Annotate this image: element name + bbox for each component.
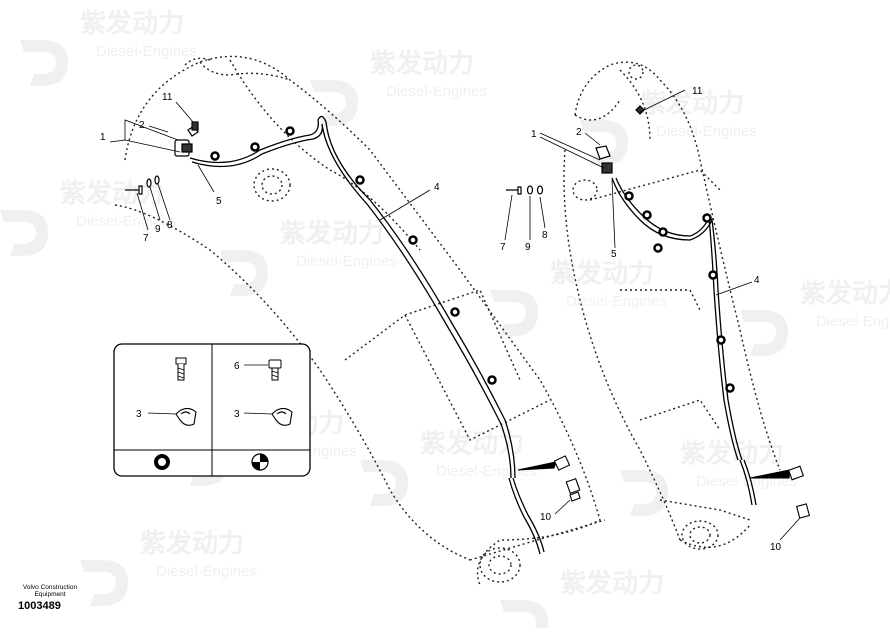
left-leaders bbox=[109, 101, 571, 515]
legend-right-label: 3 bbox=[234, 409, 240, 420]
legend-right-bolt-icon bbox=[268, 359, 282, 381]
cross-section-symbol-icon bbox=[251, 453, 269, 471]
watermark-logo-icon bbox=[80, 560, 128, 606]
watermark-sub: Diesel-Engines bbox=[96, 43, 197, 60]
legend-left-clip-icon bbox=[175, 407, 197, 426]
watermark-brand: 紫发动力 bbox=[80, 8, 184, 39]
watermark-logo-icon bbox=[620, 470, 668, 516]
watermark-brand: 紫发动力 bbox=[680, 438, 784, 469]
drawing-number: 1003489 bbox=[18, 600, 61, 612]
callout-right-1: 1 bbox=[531, 129, 537, 140]
watermark-sub: Diesel-Engines bbox=[566, 293, 667, 310]
company-line-1: Volvo Construction bbox=[22, 584, 78, 591]
callout-left-2: 2 bbox=[139, 120, 145, 131]
right-hose-clamps bbox=[624, 191, 735, 393]
watermark-sub: Diesel-Engines bbox=[296, 253, 397, 270]
watermark-logo-icon bbox=[310, 80, 358, 126]
watermark-sub: Diesel-Engines bbox=[656, 123, 757, 140]
callout-right-9: 9 bbox=[525, 242, 531, 253]
callout-right-5: 5 bbox=[611, 249, 617, 260]
ring-symbol-icon bbox=[154, 454, 170, 470]
callout-right-2: 2 bbox=[576, 127, 582, 138]
legend-left-screw-icon bbox=[175, 357, 187, 381]
watermark-brand: 紫发动力 bbox=[800, 278, 890, 309]
callout-right-7: 7 bbox=[500, 242, 506, 253]
watermark-brand: 紫发动力 bbox=[140, 528, 244, 559]
right-callouts: 11 1 2 5 4 7 9 8 10 bbox=[500, 86, 782, 553]
right-boom-outline bbox=[563, 61, 781, 550]
left-hose-line bbox=[189, 115, 545, 555]
legend-box: 3 6 3 bbox=[113, 343, 311, 477]
callout-right-8: 8 bbox=[542, 230, 548, 241]
watermark-sub: Diesel-Engines bbox=[76, 213, 177, 230]
right-leaders bbox=[504, 89, 801, 541]
right-bottom-fittings bbox=[749, 465, 811, 519]
callout-left-4: 4 bbox=[434, 182, 440, 193]
watermark-logo-icon bbox=[360, 460, 408, 506]
watermark-logo-icon bbox=[500, 600, 548, 633]
watermark-brand: 紫发动力 bbox=[370, 48, 474, 79]
callout-right-4: 4 bbox=[754, 275, 760, 286]
left-hose-clamps bbox=[210, 126, 497, 385]
watermark-logo-icon bbox=[740, 310, 788, 356]
callout-left-10: 10 bbox=[540, 512, 552, 523]
callout-right-10: 10 bbox=[770, 542, 782, 553]
watermark-sub: Diesel-Engines bbox=[156, 563, 257, 580]
watermark-logo-icon bbox=[580, 120, 628, 166]
left-callouts: 11 1 2 5 4 7 9 8 10 bbox=[100, 92, 552, 523]
legend-right-top-label: 6 bbox=[234, 361, 240, 372]
callout-left-11: 11 bbox=[162, 92, 173, 103]
company-line-2: Equipment bbox=[34, 591, 66, 598]
watermark-brand: 紫发动力 bbox=[280, 218, 384, 249]
left-bottom-fittings bbox=[517, 455, 581, 502]
callout-left-5: 5 bbox=[216, 196, 222, 207]
company-name: Volvo Construction Equipment bbox=[18, 584, 82, 598]
left-boom-outline bbox=[114, 55, 606, 586]
callout-left-7: 7 bbox=[143, 233, 149, 244]
watermark-sub: Diesel-Engines bbox=[816, 313, 890, 330]
legend-right-clip-icon bbox=[271, 407, 293, 426]
watermark-brand: 紫发动力 bbox=[550, 258, 654, 289]
watermark-sub: Diesel-Engines bbox=[436, 463, 537, 480]
callout-left-9: 9 bbox=[155, 224, 161, 235]
watermark-brand: 紫发动力 bbox=[560, 568, 664, 599]
legend-left-label: 3 bbox=[136, 409, 142, 420]
watermark-sub: Diesel-Engines bbox=[386, 83, 487, 100]
callout-right-11: 11 bbox=[692, 86, 703, 97]
watermark-logo-icon bbox=[0, 210, 48, 256]
watermark-logo-icon bbox=[20, 40, 68, 86]
callout-left-1: 1 bbox=[100, 132, 106, 143]
watermark-logo-icon bbox=[220, 250, 268, 296]
callout-left-8: 8 bbox=[167, 220, 173, 231]
watermark-layer: 紫发动力 Diesel-Engines 紫发动力 Diesel-Engines … bbox=[0, 8, 890, 633]
watermark-logo-icon bbox=[490, 290, 538, 336]
